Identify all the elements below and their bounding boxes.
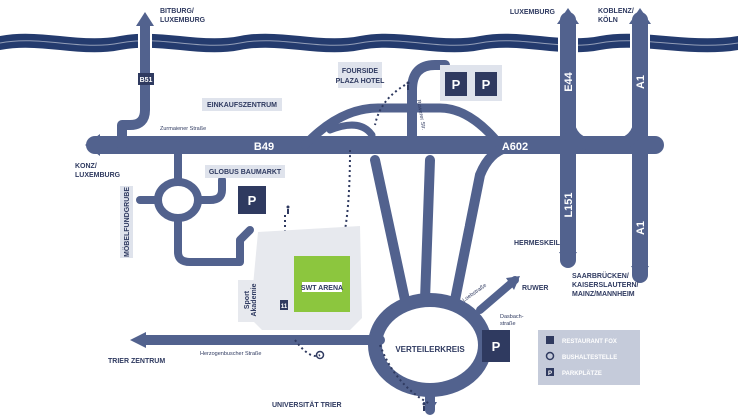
arena-name: SWT ARENA — [301, 285, 343, 292]
fourside-label-1: FOURSIDE — [342, 68, 379, 75]
road-b51 — [117, 20, 150, 150]
place-hermeskeil: HERMESKEIL — [514, 240, 561, 247]
street-ruwerer: Ruwerer Str. — [415, 99, 426, 131]
legend-box — [538, 330, 640, 385]
place-saarbruecken-1: SAARBRÜCKEN/ — [572, 271, 629, 280]
globus-label: GLOBUS BAUMARKT — [209, 169, 282, 176]
arrow-universitaet — [423, 402, 437, 414]
small-roundabout — [154, 178, 202, 222]
shield-e44: E44 — [563, 71, 575, 91]
svg-text:P: P — [482, 77, 491, 92]
parking-icon-dasbach — [482, 330, 510, 362]
direction-arrows — [85, 8, 651, 414]
place-trier-zentrum: TRIER ZENTRUM — [108, 358, 165, 365]
svg-text:11: 11 — [281, 304, 288, 310]
svg-text:P: P — [492, 339, 501, 354]
shield-l151: L151 — [563, 192, 575, 217]
street-zurmaiener: Zurmaiener Straße — [160, 126, 206, 132]
place-saarbruecken-2: KAISERSLAUTERN/ — [572, 282, 639, 289]
arrow-luxemburg — [557, 8, 579, 24]
parking-icons: P P P P — [238, 65, 510, 362]
place-koblenz-1: KOBLENZ/ — [598, 8, 634, 15]
parking-icon-hotel-1 — [445, 72, 467, 96]
arrow-bitburg — [136, 12, 154, 26]
legend-item-2: BUSHALTESTELLE — [562, 355, 617, 361]
place-konz-1: KONZ/ — [75, 163, 97, 170]
arrow-ruwer — [506, 276, 520, 290]
place-luxemburg-top: LUXEMBURG — [510, 9, 556, 16]
parking-icon-globus — [238, 186, 266, 214]
place-ruwer: RUWER — [522, 285, 548, 292]
arrow-saarbruecken — [631, 266, 649, 280]
svg-text:P: P — [452, 77, 461, 92]
place-bitburg-2: LUXEMBURG — [160, 17, 206, 24]
street-dasbach-2: straße — [500, 321, 516, 327]
legend-bus-stop-icon — [545, 351, 555, 361]
fourside-label-2: PLAZA HOTEL — [336, 78, 385, 85]
roads — [86, 12, 664, 415]
place-saarbruecken-3: MAINZ/MANNHEIM — [572, 291, 635, 298]
svg-text:P: P — [548, 371, 552, 377]
sport-akademie-block — [238, 280, 260, 322]
legend-item-3: PARKPLÄTZE — [562, 370, 602, 377]
svg-text:P: P — [248, 193, 257, 208]
road-a602-diagonal — [450, 142, 515, 305]
road-junction-loop — [300, 103, 505, 150]
roundabout-label: VERTEILERKREIS — [395, 345, 465, 354]
globus-box — [205, 165, 285, 178]
arrow-koblenz — [629, 8, 651, 24]
shield-a1-bottom: A1 — [635, 221, 647, 235]
place-koblenz-2: KÖLN — [598, 15, 618, 24]
fourside-box — [338, 62, 382, 88]
place-universitaet: UNIVERSITÄT TRIER — [272, 401, 342, 409]
shield-b49: B49 — [254, 141, 274, 153]
shield-a1-top: A1 — [635, 75, 647, 89]
place-konz-2: LUXEMBURG — [75, 172, 121, 179]
arrow-trier-zentrum — [130, 332, 146, 348]
river-mosel — [0, 33, 738, 53]
moebel-label: MÖBELFUNDGRUBE — [122, 187, 131, 257]
place-bitburg-1: BITBURG/ — [160, 8, 194, 15]
restaurant-icon — [280, 300, 288, 310]
street-dasbach-1: Dasbach- — [500, 314, 524, 320]
sport-akademie-label-2: Akademie — [251, 283, 258, 316]
parking-icon-hotel-2 — [475, 72, 497, 96]
bus-stop-icon — [315, 350, 325, 360]
road-ruwer — [476, 276, 519, 314]
shield-b51: B51 — [140, 77, 153, 84]
legend-item-1: RESTAURANT FOX — [562, 339, 617, 345]
pedestrian-icons — [286, 81, 426, 411]
arrow-konz — [85, 134, 100, 156]
shield-a602: A602 — [502, 141, 528, 153]
sport-akademie-label-1: Sport — [244, 290, 251, 309]
einkaufszentrum-label: EINKAUFSZENTRUM — [207, 102, 277, 109]
street-herzogenbuscher: Herzogenbuscher Straße — [200, 351, 261, 357]
arrow-hermeskeil — [559, 252, 577, 266]
legend-restaurant-icon — [546, 336, 554, 344]
legend-parking-icon — [546, 368, 554, 376]
moebel-box — [120, 186, 133, 258]
place-labels: BITBURG/ LUXEMBURG LUXEMBURG KOBLENZ/ KÖ… — [75, 8, 639, 409]
legend: RESTAURANT FOX BUSHALTESTELLE P PARKPLÄT… — [545, 336, 617, 377]
einkaufszentrum-box — [202, 98, 282, 111]
